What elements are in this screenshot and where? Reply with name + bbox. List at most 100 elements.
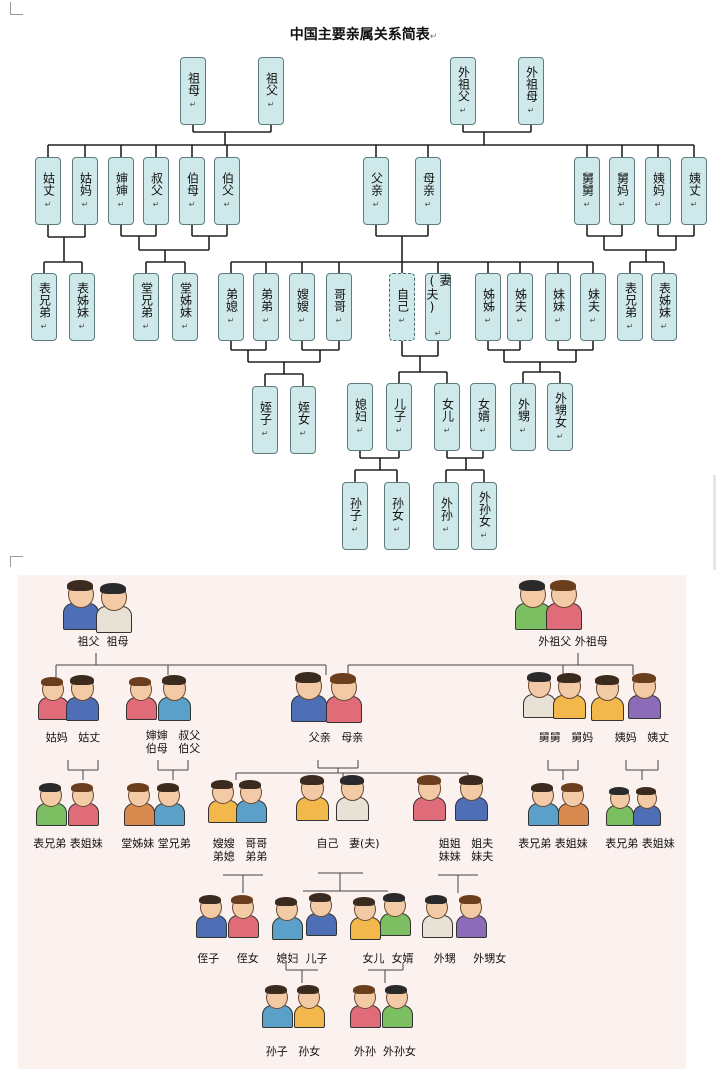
page-edge — [713, 475, 716, 570]
person-figure-21 — [296, 775, 330, 822]
person-figure-35 — [422, 895, 453, 938]
person-figure-16 — [68, 783, 99, 826]
paragraph-mark: ↵ — [484, 315, 492, 325]
illustration-label-jiu: 舅舅 舅妈 — [538, 731, 594, 744]
relative-label: 儿子 — [392, 397, 407, 422]
paragraph-mark: ↵ — [267, 99, 275, 109]
relative-label: 外祖母 — [524, 65, 539, 102]
relative-box-zumu: 祖母↵ — [180, 57, 206, 125]
page-corner-mark-bottom — [10, 556, 23, 567]
figure-hair — [199, 895, 222, 905]
figure-hair — [425, 895, 448, 905]
relative-label: 叔父 — [149, 171, 164, 196]
person-figure-9 — [291, 672, 327, 723]
person-figure-12 — [553, 673, 587, 720]
relative-label: 妹夫 — [586, 287, 601, 312]
illustration-label-fumu: 父亲 母亲 — [308, 731, 364, 744]
relative-label: 母亲 — [421, 171, 436, 196]
relative-box-qifu: 妻(夫)↵ — [425, 273, 452, 341]
person-figure-34 — [380, 893, 411, 936]
relative-box-bofu: 伯父↵ — [214, 157, 240, 225]
figure-hair — [594, 675, 619, 686]
illustration-label-yi: 姨妈 姨丈 — [614, 731, 670, 744]
person-figure-18 — [154, 783, 185, 826]
relative-label: 祖母 — [186, 71, 201, 96]
relative-box-xifu: 媳妇↵ — [347, 383, 373, 451]
figure-hair — [161, 675, 186, 686]
paragraph-mark: ↵ — [443, 425, 451, 435]
figure-hair — [239, 780, 262, 790]
person-figure-17 — [124, 783, 155, 826]
paragraph-mark: ↵ — [393, 524, 401, 534]
figure-body — [336, 796, 370, 822]
relative-label: 孙子 — [348, 496, 363, 521]
relative-box-tangjiemei: 堂姊妹↵ — [172, 273, 198, 341]
paragraph-mark: ↵ — [262, 315, 270, 325]
figure-hair — [549, 580, 576, 591]
illustration-label-zufu_zumu: 祖父 祖母 — [77, 635, 129, 648]
relative-box-fuqin: 父亲↵ — [363, 157, 389, 225]
paragraph-mark: ↵ — [261, 428, 269, 438]
relative-box-dixi: 弟媳↵ — [218, 273, 244, 341]
paragraph-mark: ↵ — [372, 199, 380, 209]
relative-box-zufu: 祖父 ↵ — [258, 57, 284, 125]
relative-label: 姪子 — [258, 400, 273, 425]
illustration-label-tang: 堂姊妹 堂兄弟 — [121, 837, 191, 850]
relative-label: 妹妹 — [551, 287, 566, 312]
person-figure-30 — [228, 895, 259, 938]
illustration-label-waizu: 外祖父 外祖母 — [538, 635, 608, 648]
relative-box-biaoxiongdi2: 表兄弟↵ — [617, 273, 643, 341]
person-figure-7 — [126, 677, 157, 720]
figure-hair — [556, 673, 581, 684]
person-figure-6 — [66, 675, 100, 722]
illustration-label-waisun: 外孙 外孙女 — [354, 1045, 416, 1058]
person-figure-8 — [158, 675, 192, 722]
relative-label: 姪女 — [296, 400, 311, 425]
illustration-label-shenshen: 婶婶 叔父 伯母 伯父 — [145, 729, 201, 755]
relative-label: 弟媳 — [224, 287, 239, 312]
figure-hair — [329, 673, 356, 684]
relative-box-yizhang: 姨丈↵ — [681, 157, 707, 225]
relative-box-gege: 哥哥↵ — [326, 273, 352, 341]
figure-hair — [531, 783, 554, 793]
relative-label: 外孙 — [439, 496, 454, 521]
paragraph-mark: ↵ — [395, 425, 403, 435]
figure-hair — [459, 895, 482, 905]
person-figure-20 — [236, 780, 267, 823]
paragraph-mark: ↵ — [142, 321, 150, 331]
relative-box-sunnv: 孙女↵ — [384, 482, 410, 550]
figure-hair — [383, 893, 406, 903]
person-figure-33 — [350, 897, 381, 940]
relative-label: 伯父 — [220, 171, 235, 196]
person-figure-40 — [382, 985, 413, 1028]
relative-label: 表姊妹 — [657, 281, 672, 318]
paragraph-mark: ↵ — [40, 321, 48, 331]
relative-box-biaojiemei2: 表姊妹↵ — [651, 273, 677, 341]
relative-box-shufu: 叔父↵ — [143, 157, 169, 225]
chart-title: 中国主要亲属关系简表↵ — [0, 24, 727, 44]
relative-label: 外孙女 — [477, 490, 492, 527]
paragraph-mark: ↵ — [398, 315, 406, 325]
figure-hair — [69, 675, 94, 686]
relative-box-jiejie: 姊姊↵ — [475, 273, 501, 341]
figure-hair — [518, 580, 545, 591]
relative-label: 弟弟 — [259, 287, 274, 312]
relative-box-waisun: 外孙↵ — [433, 482, 459, 550]
figure-hair — [299, 775, 324, 786]
relative-label: 妻(夫) — [425, 274, 452, 314]
paragraph-mark: ↵ — [516, 315, 524, 325]
relative-label: 姑妈 — [78, 171, 93, 196]
paragraph-mark: ↵ — [78, 321, 86, 331]
relative-label: 姨妈 — [651, 171, 666, 196]
relative-label: 堂兄弟 — [139, 281, 154, 318]
figure-hair — [416, 775, 441, 786]
relative-label: 外甥女 — [553, 391, 568, 428]
paragraph-mark: ↵ — [556, 431, 564, 441]
relative-box-didi: 弟弟 ↵ — [253, 273, 279, 341]
paragraph-mark: ↵ — [654, 199, 662, 209]
illustration-label-sao: 嫂嫂 哥哥 弟媳 弟弟 — [212, 837, 268, 863]
relative-label: 表姊妹 — [75, 281, 90, 318]
paragraph-mark: ↵ — [589, 315, 597, 325]
figure-hair — [458, 775, 483, 786]
relative-label: 祖父 — [264, 71, 279, 96]
